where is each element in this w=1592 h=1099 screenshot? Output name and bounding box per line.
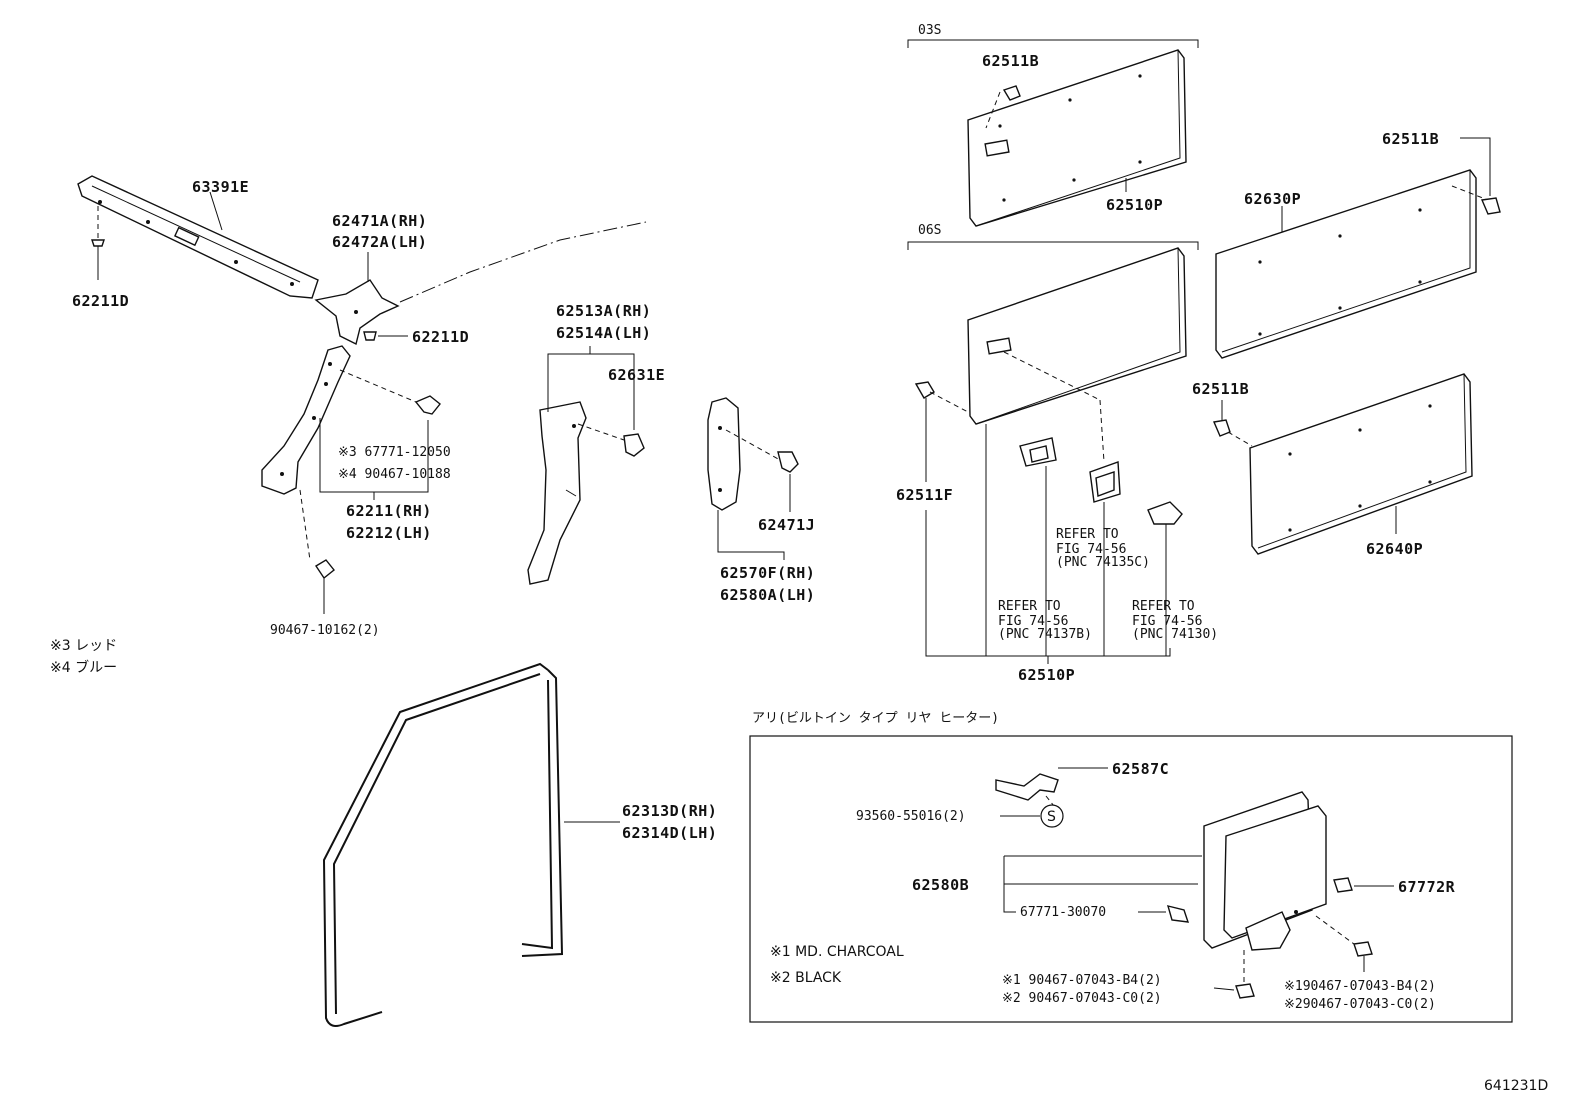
ref3-line1: REFER TO (1132, 599, 1195, 614)
part-62513A-pillar (527, 401, 625, 585)
label-f3-b4: ※190467-07043-B4(2) (1284, 979, 1436, 994)
label-03S: 03S (918, 23, 941, 38)
ref2-line3: (PNC 74137B) (998, 627, 1092, 642)
part-cap-74130-icon (1147, 501, 1183, 656)
note-2: ※2 BLACK (770, 970, 842, 986)
label-90467-10188: ※4 90467-10188 (338, 467, 451, 482)
ref1-line3: (PNC 74135C) (1056, 555, 1150, 570)
ref1-line1: REFER TO (1056, 527, 1119, 542)
part-62313D-weatherstrip (322, 662, 564, 1027)
part-62580B-heater (1203, 791, 1327, 951)
clip-62511B-b-icon (1460, 137, 1501, 215)
screw-90467-07043-right-icon (1315, 915, 1373, 972)
label-62513A: 62513A(RH) (556, 302, 651, 320)
ref3-line2: FIG 74-56 (1132, 614, 1202, 629)
label-67771-12050: ※3 67771-12050 (338, 445, 451, 460)
label-62211D-b: 62211D (412, 328, 469, 346)
label-06S: 06S (918, 223, 941, 238)
part-62471A-corner (314, 221, 647, 346)
label-62630P: 62630P (1244, 190, 1301, 208)
label-62511B-c: 62511B (1192, 380, 1249, 398)
bracket-62587C-icon (995, 767, 1108, 801)
part-62630P-panel (1215, 169, 1489, 359)
label-62640P: 62640P (1366, 540, 1423, 558)
label-62211D-a: 62211D (72, 292, 129, 310)
part-63391E-trim (77, 175, 319, 299)
clip-62631E-icon (623, 433, 645, 457)
label-62511F: 62511F (896, 486, 953, 504)
label-62514A: 62514A(LH) (556, 324, 651, 342)
note-4: ※4 ブルー (50, 659, 117, 676)
label-62511B-a: 62511B (982, 52, 1039, 70)
screw-90467-07043-left-icon (1213, 950, 1255, 999)
s-symbol-icon: S (1040, 804, 1064, 828)
part-62570F-trim (707, 397, 781, 511)
clip-62511B-a-icon (985, 85, 1021, 129)
label-93560-55016: 93560-55016(2) (856, 809, 966, 824)
label-62510P-a: 62510P (1106, 196, 1163, 214)
screw-67771-30070-icon (1138, 905, 1190, 923)
label-62212: 62212(LH) (346, 524, 432, 542)
clip-62511F-icon (914, 381, 969, 482)
clip-62471J-icon (777, 451, 799, 512)
label-62570F: 62570F(RH) (720, 564, 815, 582)
part-switch-74135C-icon (1089, 399, 1121, 656)
heater-section-frame (749, 735, 1513, 1023)
note-1: ※1 MD. CHARCOAL (770, 944, 904, 960)
label-62313D: 62313D(RH) (622, 802, 717, 820)
ref1-line2: FIG 74-56 (1056, 542, 1126, 557)
part-62211-pillar (261, 345, 417, 561)
label-62314D: 62314D(LH) (622, 824, 717, 842)
label-62580B: 62580B (912, 876, 969, 894)
note-3: ※3 レッド (50, 638, 117, 654)
ref2-line2: FIG 74-56 (998, 614, 1068, 629)
label-63391E: 63391E (192, 178, 249, 196)
label-62580A: 62580A(LH) (720, 586, 815, 604)
label-67772R: 67772R (1398, 878, 1456, 896)
part-62510P-06S-panel (967, 247, 1187, 425)
label-62471J: 62471J (758, 516, 815, 534)
clip-90467-10162-icon (315, 559, 335, 614)
label-f4-c0: ※290467-07043-C0(2) (1284, 997, 1436, 1012)
label-62511B-b: 62511B (1382, 130, 1439, 148)
figure-id: 641231D (1484, 1078, 1548, 1094)
clip-62511B-c-icon (1213, 400, 1253, 447)
screw-67772R-icon (1333, 877, 1394, 893)
heater-section-title: アリ(ビルトイン タイプ リヤ ヒーター) (752, 711, 999, 726)
label-62587C: 62587C (1112, 760, 1169, 778)
clip-67771-icon (414, 395, 441, 415)
ref2-line1: REFER TO (998, 599, 1061, 614)
label-90467-10162: 90467-10162(2) (270, 623, 380, 638)
clip-62211D-icon (91, 206, 105, 280)
label-67771-30070: 67771-30070 (1020, 905, 1106, 920)
label-62510P-b: 62510P (1018, 666, 1075, 684)
label-62631E: 62631E (608, 366, 665, 384)
label-62471A: 62471A(RH) (332, 212, 427, 230)
s-symbol-text: S (1047, 809, 1056, 825)
label-f2-c0: ※2 90467-07043-C0(2) (1002, 991, 1162, 1006)
label-62472A: 62472A(LH) (332, 233, 427, 251)
part-handle-74137B-icon (1019, 437, 1057, 656)
label-62211: 62211(RH) (346, 502, 432, 520)
ref3-line3: (PNC 74130) (1132, 627, 1218, 642)
clip-62211D-b-icon (363, 331, 408, 341)
part-62640P-panel (1249, 373, 1473, 555)
label-f1-b4: ※1 90467-07043-B4(2) (1002, 973, 1162, 988)
part-62510P-03S-panel (967, 49, 1187, 227)
